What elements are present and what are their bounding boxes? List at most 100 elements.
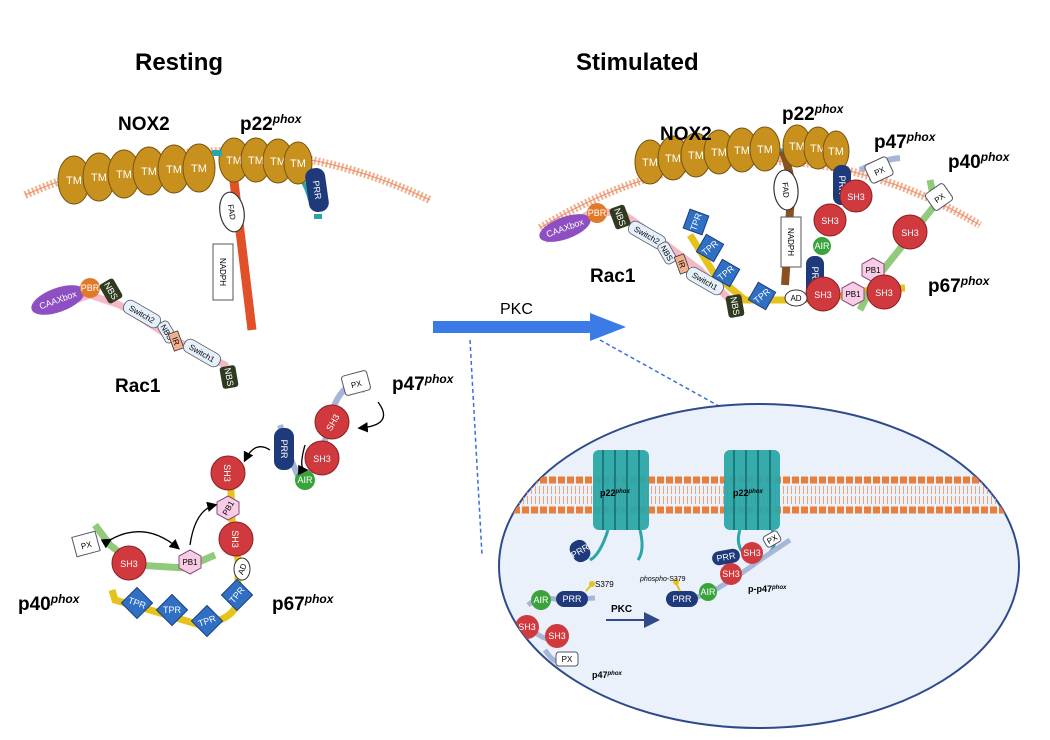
svg-text:PB1: PB1 [865,266,881,275]
svg-text:PRR: PRR [672,594,692,604]
resting-p22-stalk [227,164,257,331]
stimulated-p67: SH3 PB1 SH3 AD TPR TPR TPR TPR [682,208,902,312]
svg-text:SH3: SH3 [743,548,761,558]
svg-text:IR: IR [676,259,687,270]
svg-text:AIR: AIR [814,241,830,251]
svg-text:SH3: SH3 [518,622,536,632]
svg-text:TM: TM [828,146,844,158]
svg-text:SH3: SH3 [548,631,566,641]
svg-text:TM: TM [270,156,286,168]
stimulated-p47-label: p47phox [874,130,937,153]
heading-stimulated: Stimulated [576,49,699,76]
resting-fad: FAD [219,191,245,233]
svg-text:SH3: SH3 [230,530,240,548]
svg-text:SH3: SH3 [875,288,893,298]
resting-nox2-tm-group: TM TM TM TM TM TM [57,143,216,205]
heading-resting: Resting [135,49,223,76]
resting-p40-px-pb1-arrow [100,531,180,550]
svg-text:PRR: PRR [810,266,820,286]
resting-p47-interaction-arrow [357,401,385,433]
svg-text:TM: TM [688,150,704,162]
inset-panel: p22phox p22phox PRR AIR [498,403,1020,729]
svg-text:NBS: NBS [222,367,235,387]
svg-text:PX: PX [80,540,93,552]
svg-text:TM: TM [166,164,182,176]
svg-text:p22phox: p22phox [733,488,764,498]
stimulated-nadph: NADPH [780,216,802,268]
svg-text:TM: TM [734,145,750,157]
svg-text:SH3: SH3 [901,228,919,238]
resting-p47-label: p47phox [392,372,455,395]
svg-text:TM: TM [191,163,207,175]
svg-text:S379: S379 [595,580,614,589]
resting-prr-p67-arrow [243,446,271,463]
svg-text:NADPH: NADPH [786,228,795,256]
stimulated-p22-tm-group: TM TM TM [782,124,850,172]
svg-text:SH3: SH3 [313,454,331,464]
inset-p47-phosphorylated: PRR phospho-S379 AIR PRR SH3 SH3 PX p-p4… [639,530,792,607]
resting-nox2-label: NOX2 [118,114,170,135]
resting-p40: PX SH3 PB1 [71,522,217,581]
svg-text:SH3: SH3 [120,559,138,569]
svg-text:AIR: AIR [700,587,716,597]
svg-text:PRR: PRR [837,175,847,195]
stimulated-nox2-tm-group: TM TM TM TM TM TM [634,126,781,185]
resting-rac1-label: Rac1 [115,376,161,397]
svg-text:TM: TM [711,147,727,159]
svg-text:TM: TM [665,153,681,165]
svg-text:PRR: PRR [716,550,737,563]
svg-text:SH3: SH3 [821,216,839,226]
svg-text:p47phox: p47phox [592,670,623,680]
svg-text:TM: TM [66,175,82,187]
resting-p22-prr: PRR [305,167,329,213]
svg-text:FAD: FAD [226,204,238,221]
svg-text:TM: TM [642,157,658,169]
svg-text:PB1: PB1 [182,558,198,567]
pkc-label: PKC [500,301,533,318]
resting-prr-sh3-arrow [298,444,309,476]
svg-text:TM: TM [757,144,773,156]
inset-p22-right: p22phox [724,450,780,557]
svg-text:p-p47phox: p-p47phox [748,584,787,594]
svg-text:SH3: SH3 [722,569,740,579]
stimulated-p40-label: p40phox [948,150,1011,173]
svg-text:PBR: PBR [588,208,607,218]
resting-p67: SH3 PB1 SH3 AD TPR TPR TPR TPR [108,455,254,638]
svg-text:AIR: AIR [533,595,549,605]
resting-p67-label: p67phox [272,592,335,615]
pkc-arrow: PKC [433,301,626,341]
svg-text:PX: PX [873,165,887,178]
svg-text:PRR: PRR [279,439,289,459]
resting-pb1-pb1-arrow [189,501,218,546]
svg-text:TM: TM [789,141,805,153]
svg-text:PBR: PBR [81,283,100,293]
resting-p40-label: p40phox [18,592,81,615]
svg-text:SH3: SH3 [847,192,865,202]
svg-text:TM: TM [810,143,826,155]
stimulated-nox2-label: NOX2 [660,124,712,145]
svg-text:AD: AD [236,562,248,576]
svg-text:NADPH: NADPH [218,258,227,286]
svg-text:PRR: PRR [562,594,582,604]
resting-rac1: CAAXbox PBR NBS Switch2 NBS IR Switch1 N… [31,278,239,389]
svg-text:AIR: AIR [297,475,313,485]
svg-text:TM: TM [116,169,132,181]
stimulated-fad: FAD [773,169,799,211]
stimulated-rac1-label: Rac1 [590,266,636,287]
resting-nadph: NADPH [212,243,234,301]
resting-p47: PX SH3 SH3 PRR AIR [274,370,371,490]
svg-text:TM: TM [141,166,157,178]
inset-p22-prr-left [569,539,591,563]
resting-p22-tm-group: TM TM TM TM [218,137,313,185]
svg-text:phospho-S379: phospho-S379 [639,576,686,583]
svg-text:TM: TM [226,155,242,167]
svg-text:PB1: PB1 [845,290,861,299]
svg-text:AD: AD [790,294,801,303]
svg-text:SH3: SH3 [814,290,832,300]
stimulated-rac1: CAAXbox PBR NBS Switch2 NBS IR Switch1 N… [539,203,745,318]
inset-pkc-arrow: PKC [606,604,660,628]
svg-text:NBS: NBS [728,296,741,316]
svg-text:TM: TM [91,172,107,184]
svg-text:TM: TM [290,158,306,170]
